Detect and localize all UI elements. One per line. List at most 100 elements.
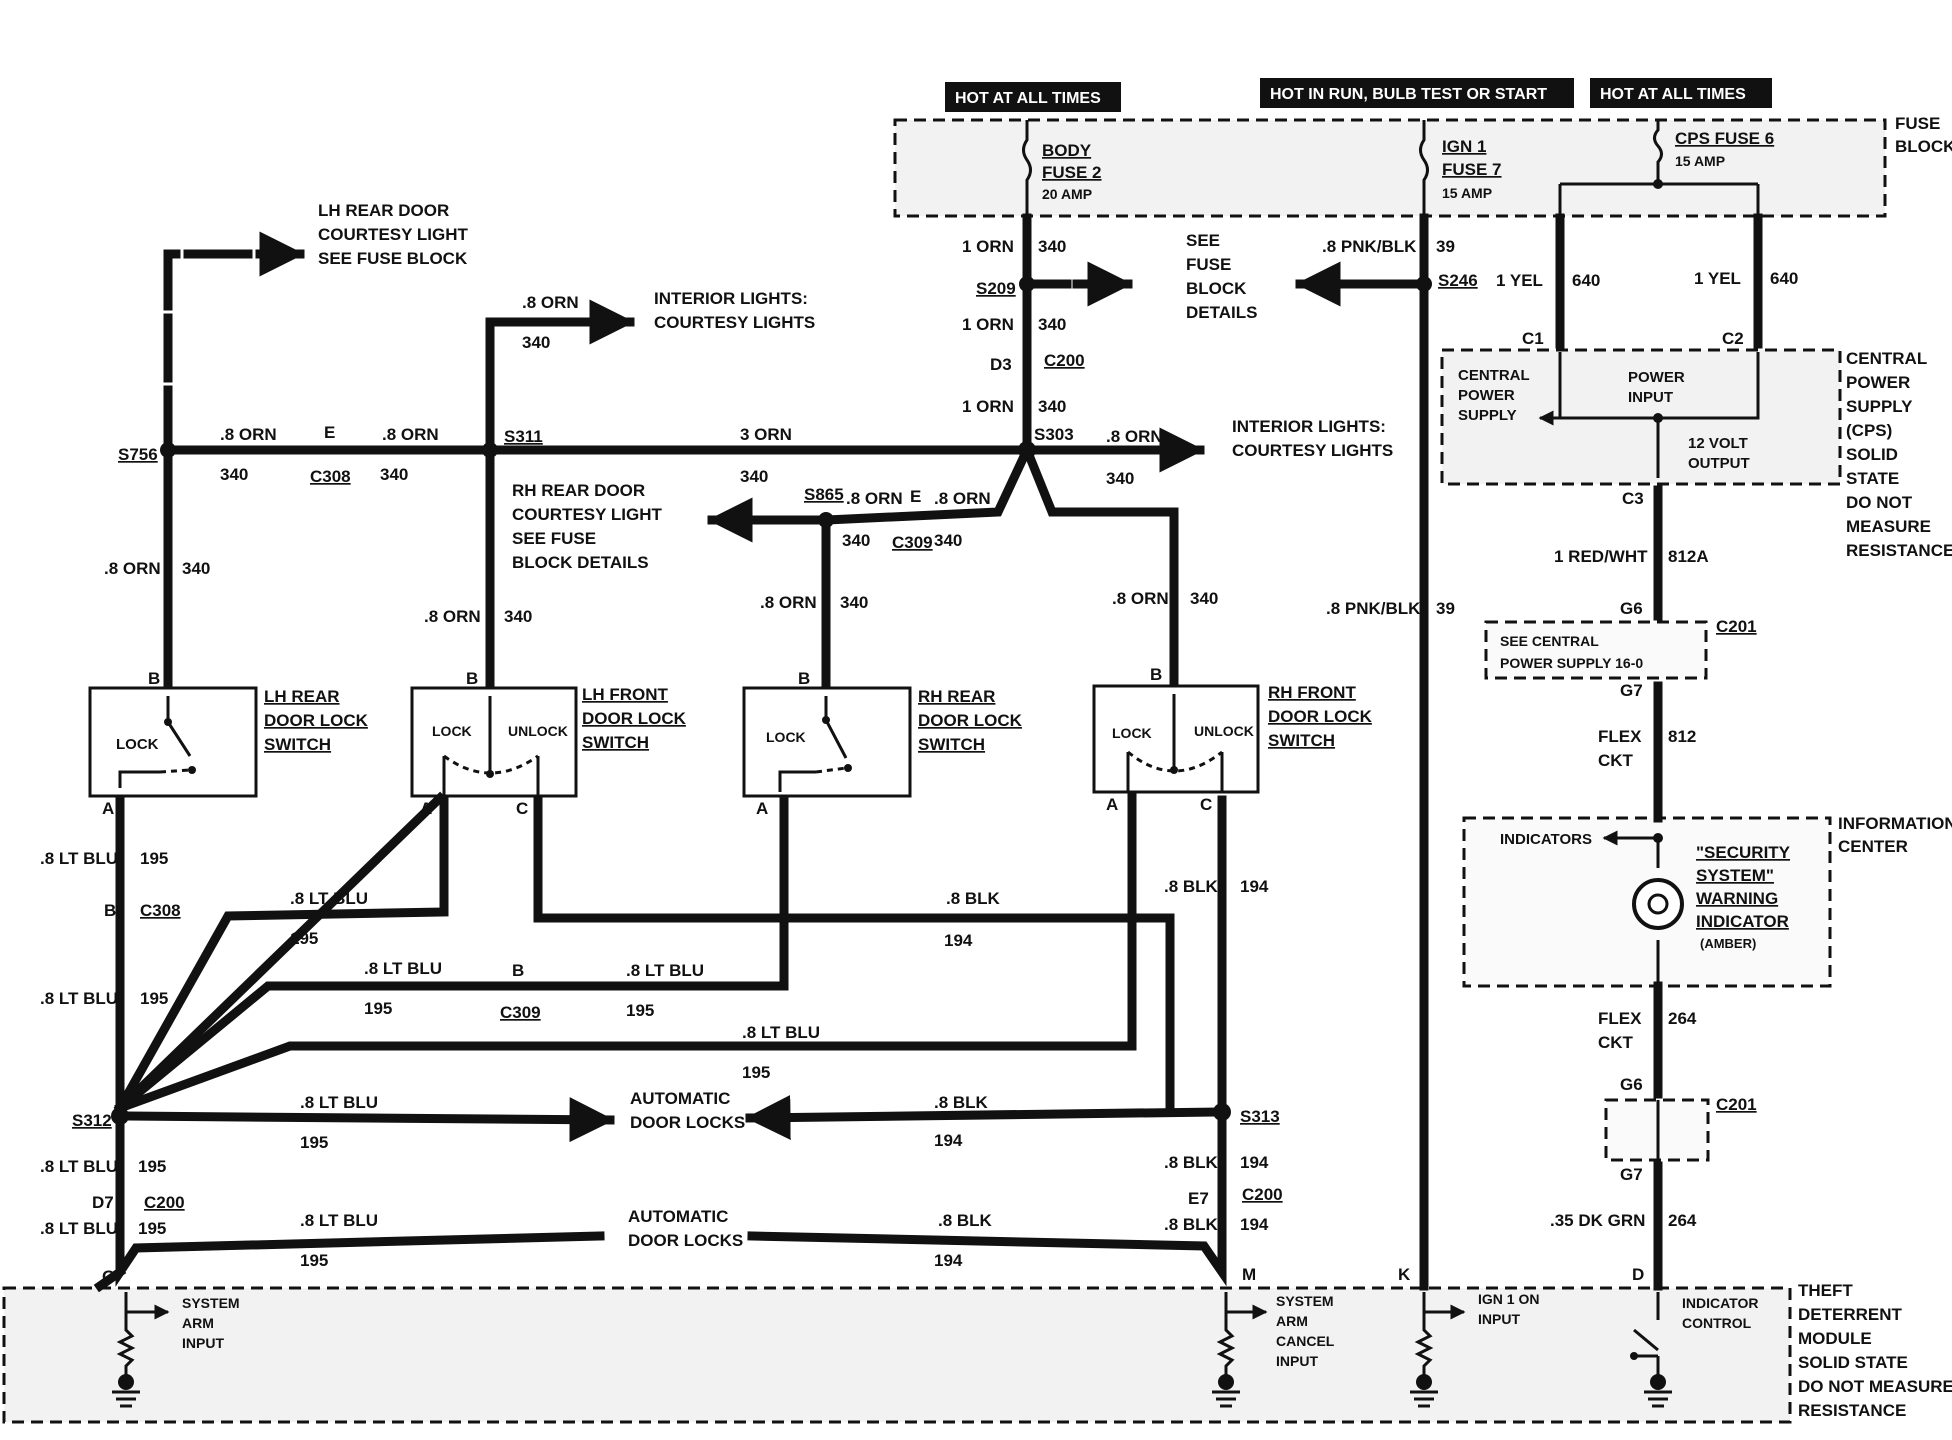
wire-label: 195 [140,989,168,1008]
splice-dots [111,179,1663,1125]
arm-input-label: INPUT [182,1335,224,1351]
see-fuse-note: DETAILS [1186,303,1257,322]
lh-front-door-lock-switch: LOCK UNLOCK LH FRONT DOOR LOCK SWITCH B … [410,669,687,818]
ign-fuse-amp: 15 AMP [1442,185,1492,201]
wire-label: .8 LT BLU [40,1157,118,1176]
wire-label: 340 [182,559,210,578]
switch-name: DOOR LOCK [1268,707,1373,726]
wire-labels: 1 ORN 340 1 ORN 340 1 ORN 340 S209 D3 C2… [40,201,1798,1270]
see-fuse-note: FUSE [1186,255,1231,274]
wire-label: 195 [140,849,168,868]
auto-locks-note: AUTOMATIC [628,1207,728,1226]
cps-inner-label: CENTRAL [1458,367,1530,384]
wire-label: 1 ORN [962,315,1014,334]
wire-label: .8 LT BLU [364,959,442,978]
connector-c1: C1 [1522,329,1544,348]
see-cps-note: POWER SUPPLY 16-0 [1500,655,1643,671]
fuse-block-title: FUSE [1895,114,1940,133]
connector-g7: G7 [1620,681,1643,700]
indicator-control-label: CONTROL [1682,1315,1752,1331]
cps-power-input: POWER [1628,369,1685,386]
theft-module-title: DO NOT MEASURE [1798,1377,1952,1396]
wire-label: .8 PNK/BLK [1322,237,1417,256]
wire-label: .8 PNK/BLK [1326,599,1421,618]
cps-inner-label: POWER [1458,387,1515,404]
wire-label: 340 [1038,397,1066,416]
connector-c309: C309 [500,1003,541,1022]
lh-rear-courtesy-note: COURTESY LIGHT [318,225,468,244]
wire-label: 1 ORN [962,397,1014,416]
switch-name: RH REAR [918,687,995,706]
theft-module-title: SOLID STATE [1798,1353,1908,1372]
see-cps-note: SEE CENTRAL [1500,633,1599,649]
wire-label: 640 [1770,269,1798,288]
splice-s312: S312 [72,1111,112,1130]
wire-label: 812 [1668,727,1696,746]
lh-rear-courtesy-note: SEE FUSE BLOCK [318,249,468,268]
arm-input-label: SYSTEM [182,1295,240,1311]
switch-name: LH FRONT [582,685,669,704]
pin-b: B [466,669,478,688]
wire-label: CKT [1598,751,1634,770]
pin-d: D [1632,1265,1644,1284]
wire-label: .8 ORN [382,425,439,444]
switch-lock-label: LOCK [432,723,472,739]
system-arm-cancel-input: SYSTEM ARM CANCEL INPUT [1212,1292,1335,1408]
connector-c2: C2 [1722,329,1744,348]
connector-e7: E7 [1188,1189,1209,1208]
central-power-supply: CENTRAL POWER SUPPLY POWER INPUT 12 VOLT… [1440,329,1952,560]
cps-volt-output: 12 VOLT [1688,435,1748,452]
connector-c201: C201 [1716,1095,1757,1114]
splice-s756: S756 [118,445,158,464]
connector-d7: D7 [92,1193,114,1212]
fuse-block: FUSE BLOCK BODY FUSE 2 20 AMP IGN 1 FUSE… [893,114,1952,218]
rh-front-door-lock-switch: LOCK UNLOCK RH FRONT DOOR LOCK SWITCH B … [1092,665,1373,814]
header-label: HOT IN RUN, BULB TEST OR START [1270,86,1547,103]
wire-label: .35 DK GRN [1550,1211,1645,1230]
switch-name: SWITCH [1268,731,1335,750]
switch-lock-label: LOCK [116,736,159,753]
connector-e: E [910,487,921,506]
cps-power-input: INPUT [1628,389,1673,406]
cps-title: DO NOT [1846,493,1913,512]
pin-c: C [516,799,528,818]
connector-c201-upper: SEE CENTRAL POWER SUPPLY 16-0 C201 G6 G7 [1484,599,1757,700]
wire-label: .8 LT BLU [742,1023,820,1042]
indicators-label: INDICATORS [1500,831,1592,848]
wire-label: 195 [138,1157,166,1176]
auto-locks-note: AUTOMATIC [630,1089,730,1108]
wire-label: .8 BLK [1164,877,1219,896]
rh-rear-courtesy-note: COURTESY LIGHT [512,505,662,524]
wire-label: 340 [740,467,768,486]
wire-label: 195 [290,929,318,948]
body-fuse-amp: 20 AMP [1042,186,1092,202]
pin-b: B [148,669,160,688]
connector-d3: D3 [990,355,1012,374]
theft-module-title: RESISTANCE [1798,1401,1906,1420]
warning-indicator-label: "SECURITY [1696,843,1791,862]
connector-c201: C201 [1716,617,1757,636]
wire-label: .8 LT BLU [290,889,368,908]
cps-volt-output: OUTPUT [1688,455,1750,472]
cps-title: RESISTANCE [1846,541,1952,560]
header-hot-in-run: HOT IN RUN, BULB TEST OR START [1260,78,1574,108]
system-arm-input: SYSTEM ARM INPUT [112,1292,240,1408]
wire-label: 1 ORN [962,237,1014,256]
wire-label: .8 BLK [1164,1215,1219,1234]
cps-fuse-label: CPS FUSE 6 [1675,129,1774,148]
wire-label: .8 ORN [1112,589,1169,608]
cps-title: STATE [1846,469,1899,488]
wire-label: 3 ORN [740,425,792,444]
wire-label: 39 [1436,599,1455,618]
wire-label: FLEX [1598,1009,1642,1028]
wire-label: .8 ORN [760,593,817,612]
connector-g7: G7 [1620,1165,1643,1184]
switch-unlock-label: UNLOCK [1194,723,1254,739]
wire-label: 340 [1190,589,1218,608]
wire-label: FLEX [1598,727,1642,746]
ign-fuse-label: IGN 1 [1442,137,1486,156]
connector-c3: C3 [1622,489,1644,508]
wire-label: 195 [626,1001,654,1020]
switch-name: RH FRONT [1268,683,1356,702]
wire-label: .8 ORN [424,607,481,626]
